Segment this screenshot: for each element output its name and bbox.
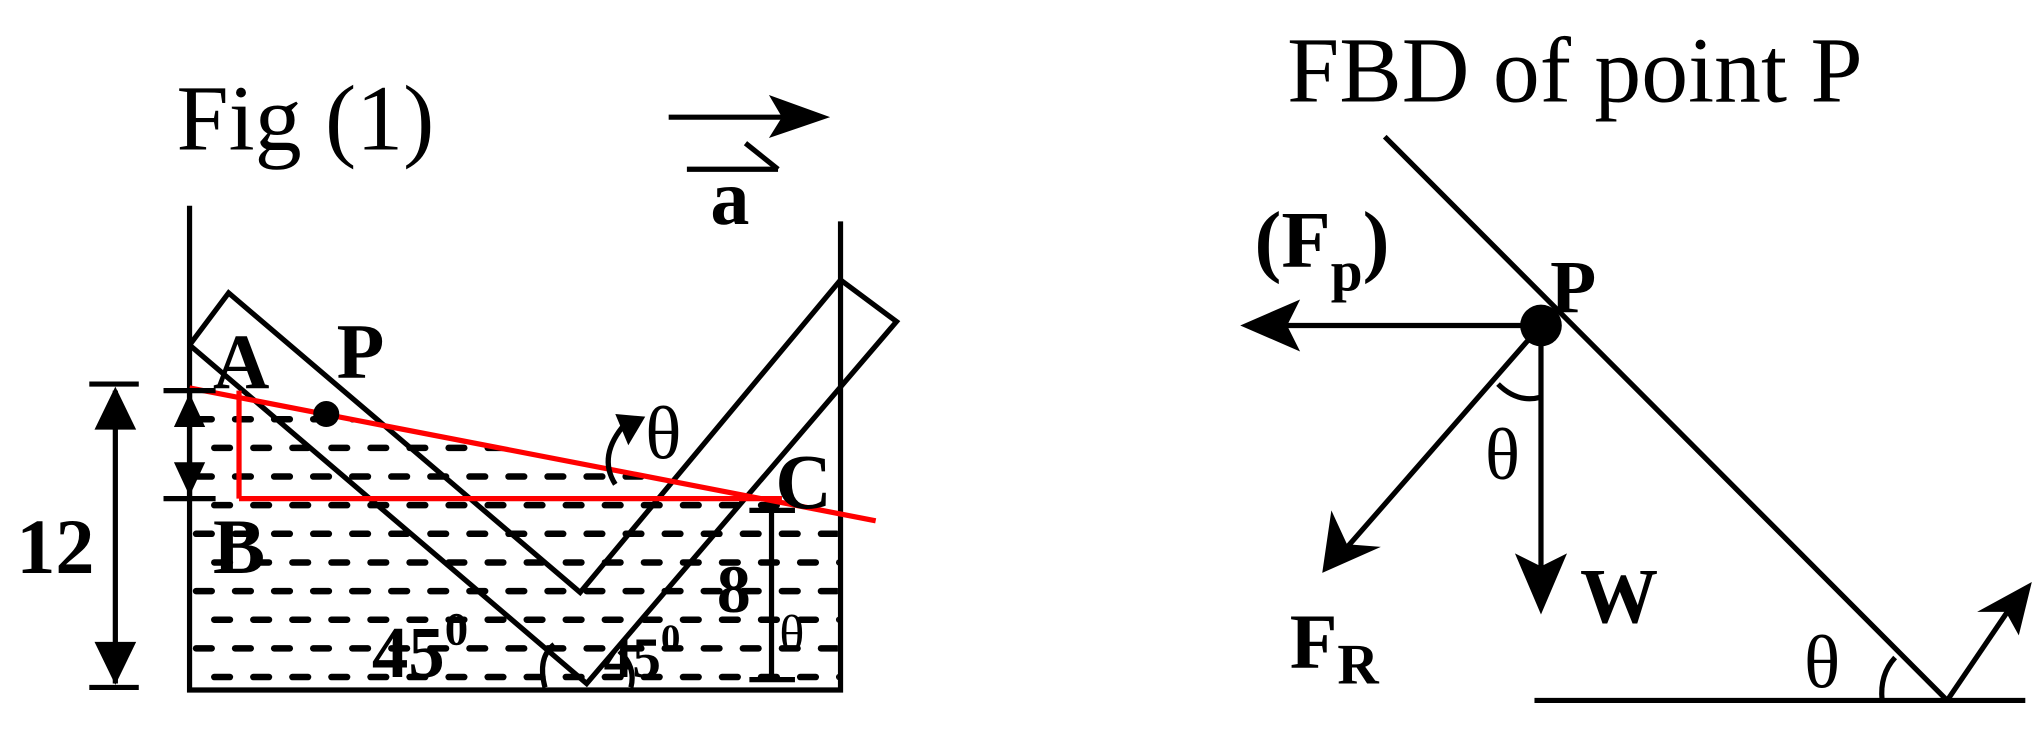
- point-p-label-fbd: P: [1550, 246, 1596, 329]
- point-p-dot: [313, 401, 340, 428]
- theta-arc-ground: [1879, 655, 1898, 701]
- fbd-title: FBD of point P: [1287, 19, 1863, 123]
- free-surface: [189, 385, 877, 524]
- incline-line: [1382, 134, 1950, 703]
- weight-label: W: [1580, 552, 1658, 639]
- theta-label: θ: [645, 392, 681, 475]
- rise-dimension: [163, 387, 216, 502]
- fp-label: (Fp): [1255, 196, 1390, 303]
- point-p-dot-fbd: [1520, 304, 1562, 347]
- angle-right-label: 450: [604, 617, 681, 690]
- height-dimension: [89, 381, 139, 691]
- acceleration-label: a: [710, 154, 749, 241]
- acceleration-arrow: [668, 95, 831, 172]
- fr-label: FR: [1290, 598, 1380, 697]
- theta-curved-arrow: [605, 414, 646, 486]
- theta-label-ground: θ: [1804, 621, 1840, 704]
- depth-label: 8: [717, 552, 751, 627]
- label-a: A: [213, 318, 269, 405]
- theta-small-label: θ: [779, 606, 804, 663]
- angle-arcs: [540, 642, 635, 689]
- fr-arrow: [1322, 323, 1543, 573]
- label-p: P: [337, 308, 385, 395]
- weight-arrow: [1514, 325, 1568, 615]
- fp-arrow: [1240, 299, 1541, 352]
- theta-label-fbd: θ: [1485, 414, 1520, 495]
- angle-left-label: 450: [372, 603, 468, 693]
- normal-arrow: [1945, 581, 2032, 702]
- theta-arc-fbd: [1496, 382, 1542, 402]
- label-b: B: [213, 503, 265, 590]
- fig1-title: Fig (1): [177, 67, 435, 171]
- depth-dimension: [749, 507, 795, 683]
- v-tube: [187, 276, 901, 688]
- height-label: 12: [16, 503, 94, 590]
